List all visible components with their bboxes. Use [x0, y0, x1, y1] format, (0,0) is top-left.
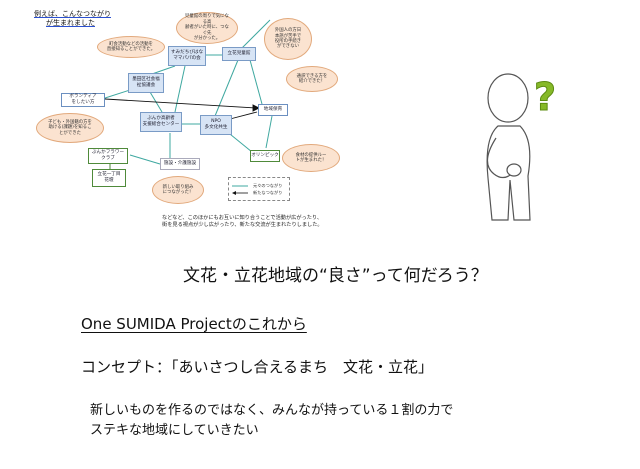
node-text: 墨田区社会福	[132, 77, 160, 83]
bubble-text: 紹介できた！	[298, 79, 326, 84]
diagram-heading: 例えば、こんなつながり が生まれました	[34, 10, 111, 28]
node-text: ボランティア	[69, 94, 97, 100]
bubble-tachibana-koureisha: 児童館の周りで気になる高 齢者がいた時に、つなぐ先 が分かった。	[176, 12, 238, 44]
node-text: 花壇	[104, 178, 114, 183]
concept-text: コンセプト：「あいさつし合えるまち 文花・立花」	[81, 358, 434, 376]
node-higashimukojima: 墨田区社会福 祉協議会	[128, 73, 164, 93]
node-bunka-koureisha: ぶんか高齢者 支援総合センター	[140, 112, 182, 132]
bubble-gaikokujin: 外国人の方日 本語が苦手で 役所の手続き ができない	[264, 18, 312, 60]
bubble-text: 直接知ることができた。	[106, 47, 156, 52]
node-npo: NPO 多文化共生	[200, 115, 232, 135]
node-text: 立花児童館	[227, 51, 251, 57]
caption-line1: などなど、このほかにもお互いに知り合うことで活動が広がったり、	[162, 215, 323, 221]
bubble-text: につながった！	[162, 190, 194, 195]
line-mama-higashi	[151, 65, 176, 75]
bubble-text: トが生まれた！	[295, 158, 327, 163]
node-bunka-flower: ぶんかフラワー クラブ	[88, 148, 128, 164]
page-title: 文花・立花地域の“良さ”って何だろう？	[183, 266, 488, 286]
bubble-tsuyaku: 通訳できる方を 紹介できた！	[286, 66, 338, 92]
bubble-text: 通訳できる方を	[296, 73, 328, 79]
node-text: をしたい方	[71, 100, 95, 105]
bubble-text: 外国人の方日	[274, 28, 302, 34]
bubble-text: 子ども・外国籍の方を	[48, 119, 92, 125]
thinking-person-illustration: ?	[486, 73, 557, 221]
bubble-text: 食材の提供ルー	[295, 152, 327, 158]
caption-line2: 街を見る視点が少し広がったり、新たな交流が生まれたりしました。	[162, 222, 323, 228]
bubble-chokai: 町会活動などの活動を 直接知ることができた。	[97, 36, 165, 58]
line-mama-bunka	[174, 65, 186, 113]
node-text: ぶんか高齢者	[147, 116, 175, 122]
node-text: 支援総合センター	[142, 122, 180, 127]
arrow-npo-chiiki	[229, 111, 258, 120]
line-kaigo-flower	[129, 154, 161, 165]
body-line-1: 新しいものを作るのではなく、みんなが持っている１割の力で	[90, 403, 454, 418]
line-tachibana-bubble	[239, 19, 271, 51]
node-text: 立花一丁目	[97, 172, 121, 178]
node-text: 施設・介護施設	[163, 161, 197, 167]
legend-original: 元々のつながり	[253, 183, 283, 188]
node-text: ぶんかフラワー	[91, 150, 125, 156]
legend-lines	[232, 185, 248, 195]
node-chiiki-hoiku: 地域保育	[258, 104, 288, 116]
node-tachibana: 立花児童館	[222, 47, 256, 61]
line-tachibana-chiiki	[249, 59, 263, 105]
bubble-kodomo: 子ども・外国籍の方を 助ける(課題)を知るこ とができた	[36, 113, 104, 143]
line-tachibana-npo	[214, 59, 239, 117]
node-tachibana-hanadan: 立花一丁目 花壇	[92, 169, 126, 187]
line-higashi-volunteer	[101, 89, 131, 100]
bubble-text: ができない	[277, 44, 299, 50]
node-text: クラブ	[101, 156, 115, 161]
node-text: 祉協議会	[136, 83, 156, 88]
node-text: 多文化共生	[204, 125, 228, 130]
diagram-legend: 元々のつながり 新たなつながり	[228, 177, 290, 201]
diagram-caption: などなど、このほかにもお互いに知り合うことで活動が広がったり、 街を見る視点が少…	[162, 215, 323, 229]
node-text: ママパパの会	[173, 56, 201, 61]
node-text: NPO	[211, 119, 221, 125]
bubble-text: 本語が苦手で	[274, 33, 302, 39]
bubble-text: 役所の手続き	[274, 39, 302, 44]
arrow-volunteer-chiiki	[104, 98, 257, 109]
bubble-text: とができた	[59, 130, 81, 136]
legend-new: 新たなつながり	[253, 190, 283, 195]
node-text: すみだちびはな	[170, 50, 204, 56]
bubble-text: 齢者がいた時に、つなぐ先	[185, 25, 229, 36]
project-subtitle: One SUMIDA Projectのこれから	[81, 315, 307, 333]
bubble-text: が分かった。	[193, 36, 221, 42]
bubble-text: 助ける(課題)を知るこ	[48, 125, 92, 131]
body-line-2: ステキな地域にしていきたい	[90, 423, 259, 438]
node-text: 地域保育	[263, 107, 283, 113]
diagram-heading-line2: が生まれました	[46, 19, 95, 27]
node-olympic: オリンピック	[250, 150, 280, 162]
bubble-text: 新しい取り組み	[162, 184, 194, 190]
arrowhead-chiiki	[252, 104, 261, 112]
line-olympic-chiiki	[265, 115, 273, 149]
bubble-text: 町会活動などの活動を	[109, 41, 153, 47]
diagram-heading-line1: 例えば、こんなつながり	[34, 10, 111, 18]
bubble-shokuzai: 食材の提供ルー トが生まれた！	[282, 144, 340, 172]
node-kaigo: 施設・介護施設	[160, 158, 200, 170]
node-sumida-mama: すみだちびはな ママパパの会	[168, 46, 206, 66]
bubble-atarashii: 新しい取り組み につながった！	[152, 176, 204, 204]
node-text: オリンピック	[251, 153, 279, 159]
node-volunteer: ボランティア をしたい方	[61, 93, 105, 107]
bubble-text: 児童館の周りで気になる高	[185, 14, 229, 25]
question-mark-icon: ?	[534, 75, 556, 119]
